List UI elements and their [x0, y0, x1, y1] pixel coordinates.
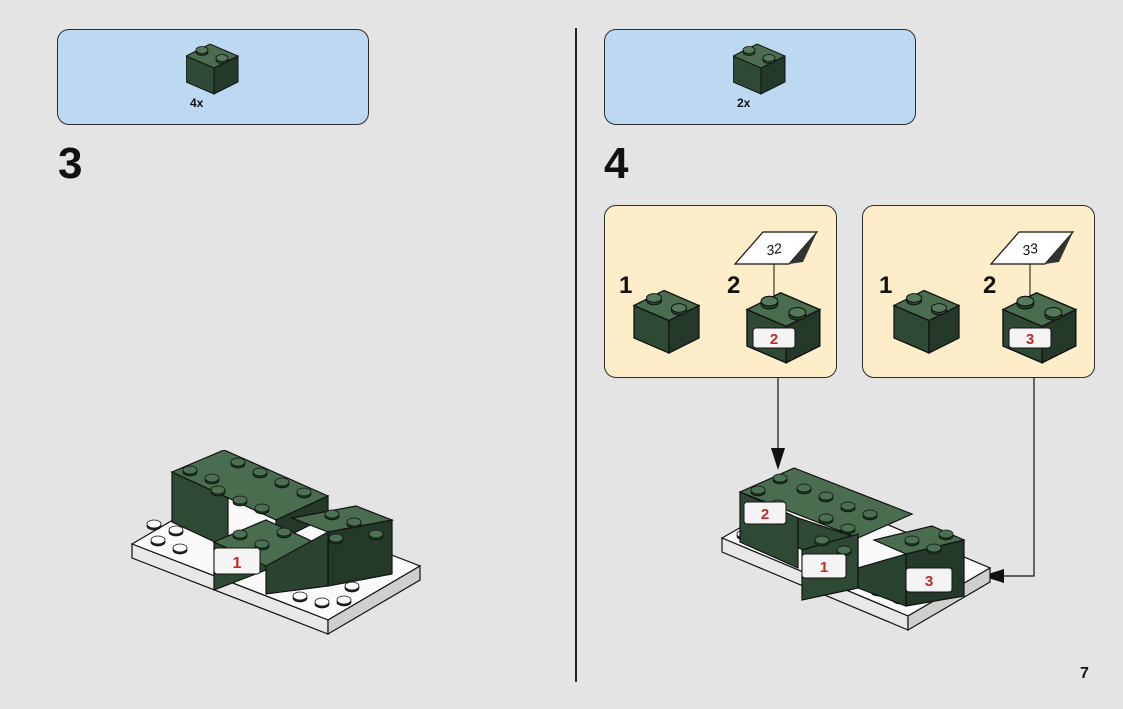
sticker-label-3: 3	[1026, 331, 1034, 348]
assembly-sticker-1: 1	[820, 559, 828, 576]
sub-step-box-1: 1 2 32 2	[604, 205, 837, 378]
green-brick-1x2-icon	[889, 288, 969, 358]
step-number-4: 4	[604, 142, 628, 186]
sticker-label-2: 2	[770, 331, 778, 348]
assembly-model-step-3: 1	[128, 450, 428, 640]
parts-quantity: 2x	[737, 96, 750, 110]
parts-callout-step-4: 2x	[604, 29, 916, 125]
parts-callout-step-3: 4x	[57, 29, 369, 125]
page-divider	[575, 28, 577, 682]
assembly-sticker-3: 3	[925, 573, 933, 590]
parts-quantity: 4x	[190, 96, 203, 110]
sticker-sheet-icon: 32 2	[733, 224, 829, 364]
assembly-sticker-2: 2	[761, 506, 769, 523]
sub-step-box-2: 1 2 33 3	[862, 205, 1095, 378]
green-brick-1x2-icon	[629, 288, 709, 358]
green-brick-1x2-icon	[186, 42, 242, 98]
sticker-label-1: 1	[233, 555, 242, 572]
sticker-sheet-icon: 33 3	[989, 224, 1085, 364]
green-brick-1x2-icon	[733, 42, 789, 98]
page-number: 7	[1080, 665, 1089, 683]
step-number-3: 3	[58, 142, 82, 186]
assembly-model-step-4: 2 1 3	[718, 450, 1008, 650]
